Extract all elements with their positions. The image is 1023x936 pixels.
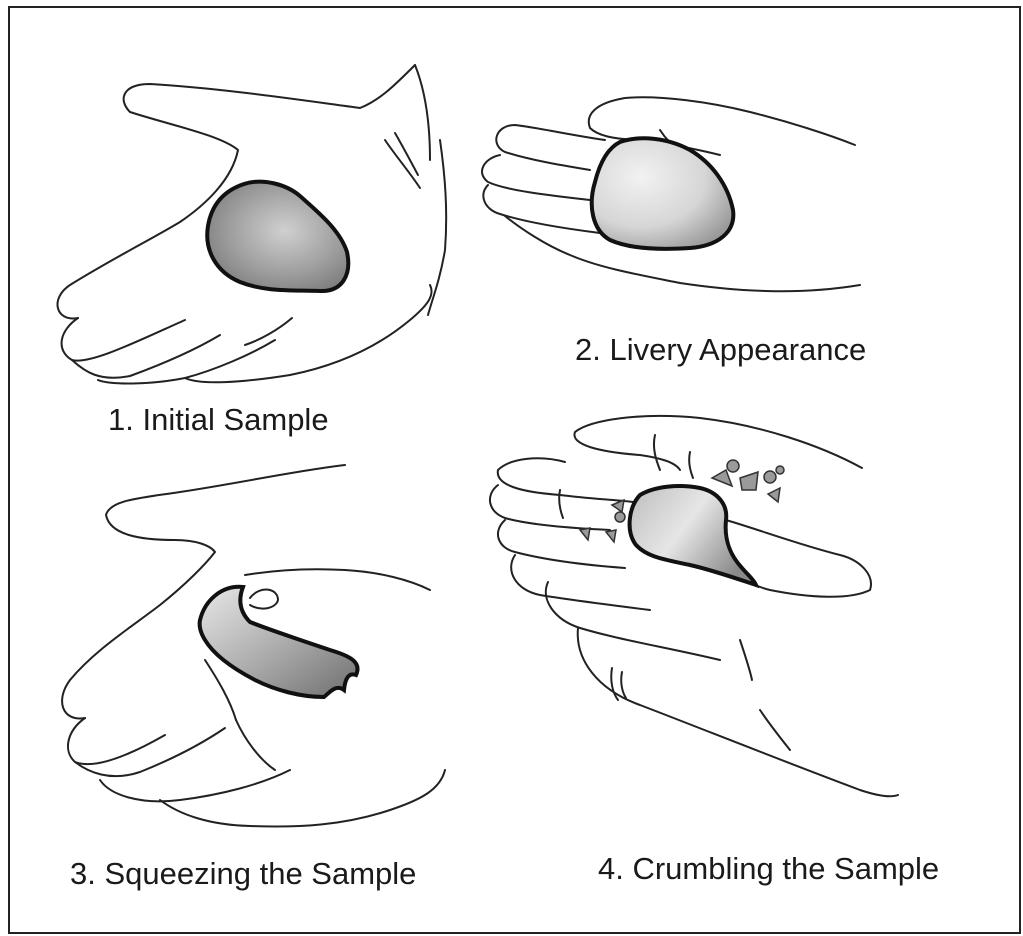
caption-livery-appearance: 2. Livery Appearance	[575, 334, 866, 365]
sample-3	[200, 587, 358, 697]
hand-4	[490, 416, 898, 796]
caption-squeezing-sample: 3. Squeezing the Sample	[70, 858, 416, 889]
sample-4	[630, 486, 756, 585]
sample-1	[207, 182, 348, 291]
caption-crumbling-sample: 4. Crumbling the Sample	[598, 853, 939, 884]
sample-2	[592, 138, 734, 249]
caption-initial-sample: 1. Initial Sample	[108, 404, 329, 435]
